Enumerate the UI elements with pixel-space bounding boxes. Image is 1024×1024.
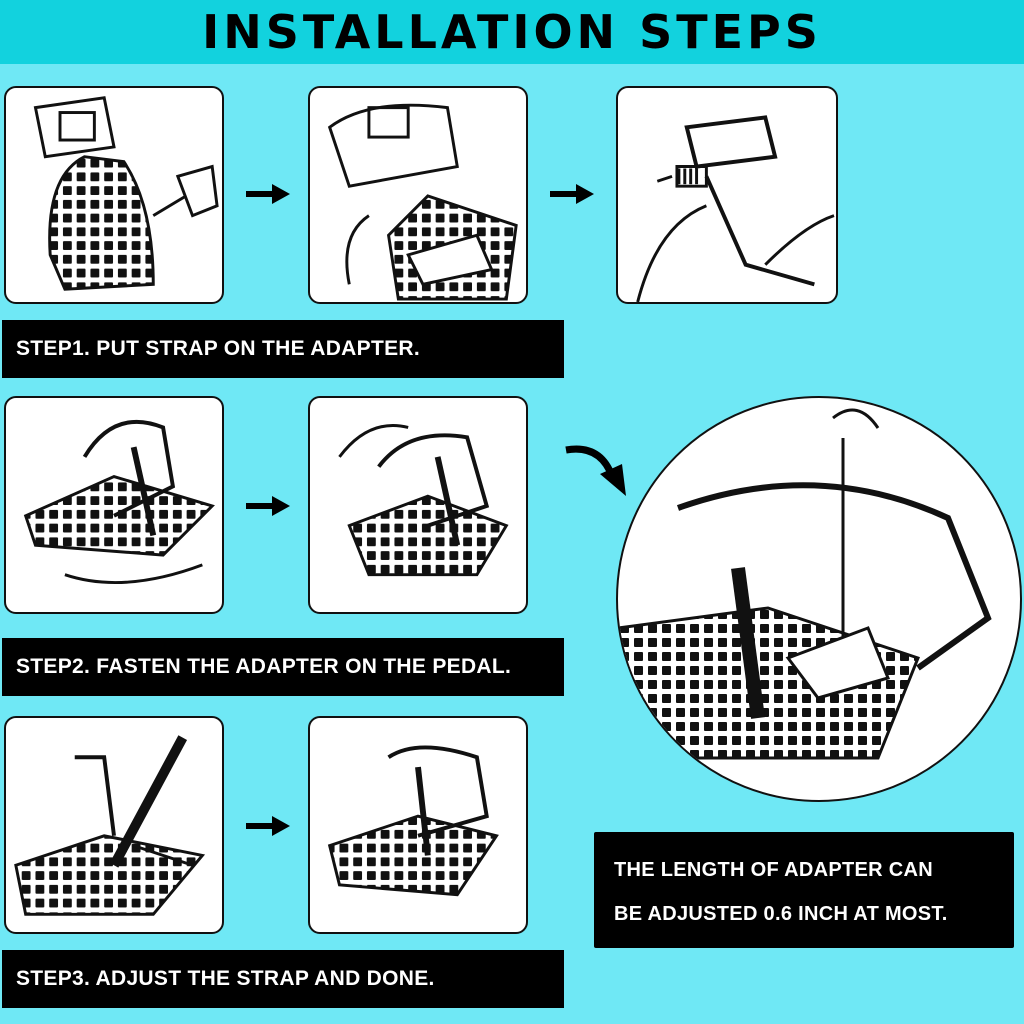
step1-illustration-3 (616, 86, 838, 304)
note-line-1: THE LENGTH OF ADAPTER CAN (614, 859, 933, 881)
pedal-illustration (327, 103, 518, 301)
pedal-illustration (618, 408, 992, 760)
step2-label: STEP2. FASTEN THE ADAPTER ON THE PEDAL. (2, 638, 564, 696)
note-line-2: BE ADJUSTED 0.6 INCH AT MOST. (614, 903, 948, 925)
right-arrow-icon (550, 184, 594, 204)
step2-label-text: STEP2. FASTEN THE ADAPTER ON THE PEDAL. (16, 655, 512, 678)
step3-illustration-2 (308, 716, 528, 934)
pedal-illustration (23, 419, 215, 585)
pedal-illustration (636, 115, 835, 302)
pedal-illustration (327, 745, 499, 897)
curved-arrow-icon (565, 445, 626, 496)
header-banner: INSTALLATION STEPS (0, 0, 1024, 64)
step3-label: STEP3. ADJUST THE STRAP AND DONE. (2, 950, 564, 1008)
step3-illustration-1 (4, 716, 224, 934)
step1-label-text: STEP1. PUT STRAP ON THE ADAPTER. (16, 337, 420, 360)
detail-closeup (616, 396, 1022, 802)
step1-illustration-1 (4, 86, 224, 304)
step2-illustration-2 (308, 396, 528, 614)
right-arrow-icon (246, 816, 290, 836)
step1-label: STEP1. PUT STRAP ON THE ADAPTER. (2, 320, 564, 378)
step3-label-text: STEP3. ADJUST THE STRAP AND DONE. (16, 967, 435, 990)
page-title: INSTALLATION STEPS (202, 5, 822, 59)
pedal-illustration (14, 735, 206, 916)
adjustment-note: THE LENGTH OF ADAPTER CAN BE ADJUSTED 0.… (594, 832, 1014, 948)
pedal-illustration (33, 96, 219, 291)
right-arrow-icon (246, 496, 290, 516)
step2-illustration-1 (4, 396, 224, 614)
right-arrow-icon (246, 184, 290, 204)
step1-illustration-2 (308, 86, 528, 304)
pedal-illustration (338, 424, 509, 577)
